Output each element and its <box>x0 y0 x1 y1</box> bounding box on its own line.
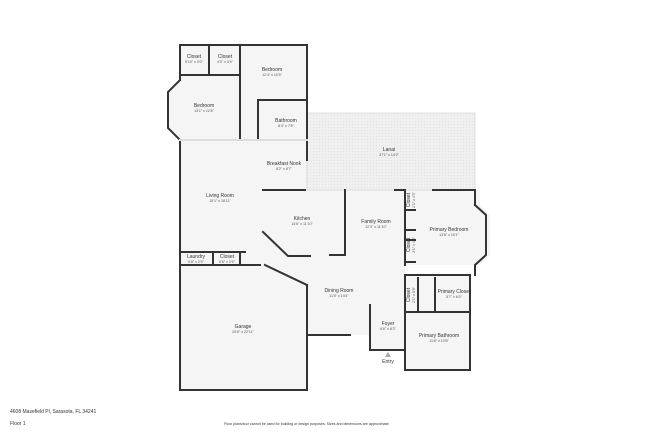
room-dims: 20'8" x 22'11" <box>232 330 254 334</box>
room-name: Bathroom <box>275 118 297 124</box>
room-dims: 2'1" x 5'9" <box>412 287 416 303</box>
room-dims: 8'4" x 7'8" <box>278 124 294 128</box>
room-dims: 13'8" x 16'1" <box>439 233 459 237</box>
room-dims: 12'3" x 11'10" <box>365 225 387 229</box>
room-dims: 5'8" x 2'9" <box>188 260 204 264</box>
room-dims: 14'6" x 11'10" <box>291 222 313 226</box>
room-name: Living Room <box>206 193 234 199</box>
room-dims: 13'1" x 12'8" <box>194 109 214 113</box>
room-name: Garage <box>234 324 252 330</box>
room-name: Kitchen <box>293 216 311 222</box>
room-name: Lanai <box>382 147 396 153</box>
room-name: Foyer <box>381 321 395 327</box>
room-name: Dining Room <box>324 288 354 294</box>
room-dims: 15'1" x 18'11" <box>209 199 231 203</box>
room-name: Primary Bedroom <box>429 227 469 233</box>
room-name: Primary Bathroom <box>418 333 460 339</box>
room-dims: 4'0" x 3'4" <box>217 60 233 64</box>
lanai-area <box>306 112 476 191</box>
room-dims: 12'4" x 10'5" <box>262 73 282 77</box>
room-name: Family Room <box>361 219 391 225</box>
entry-text: Entry <box>382 359 394 365</box>
room-name: Bedroom <box>261 67 283 73</box>
disclaimer: Floor plans/tour cannot be used for buil… <box>224 422 390 426</box>
room-name: Closet <box>219 254 235 260</box>
room-name: Primary Closet <box>437 289 471 295</box>
room-dims: 37'1" x 14'2" <box>379 153 399 157</box>
walls <box>167 44 487 391</box>
floor-label: Floor 1 <box>10 421 26 427</box>
room-dims: 6'6" x 8'3" <box>380 327 396 331</box>
room-dims: 2'1" x 4'3" <box>412 192 416 208</box>
room-dims: 5'10" x 3'0" <box>185 60 203 64</box>
room-dims: 11'8" x 14'4" <box>329 294 349 298</box>
room-dims: 5'7" x 6'0" <box>446 295 462 299</box>
room-name: Closet <box>186 54 202 60</box>
entry-arrow-icon <box>385 352 391 357</box>
address: 4608 Masefield Pl, Sarasota, FL 34241 <box>10 409 97 415</box>
entry-label: Entry <box>382 359 394 365</box>
room-name: Closet <box>217 54 233 60</box>
room-dims: 5'6" x 2'9" <box>219 260 235 264</box>
room-name: Bedroom <box>193 103 215 109</box>
room-dims: 8'2" x 8'7" <box>276 167 292 171</box>
room-dims: 11'8" x 10'8" <box>429 339 449 343</box>
room-name: Laundry <box>186 254 206 260</box>
room-name: Breakfast Nook <box>266 161 302 167</box>
room-dims: 2'1" x 4'3" <box>412 237 416 253</box>
